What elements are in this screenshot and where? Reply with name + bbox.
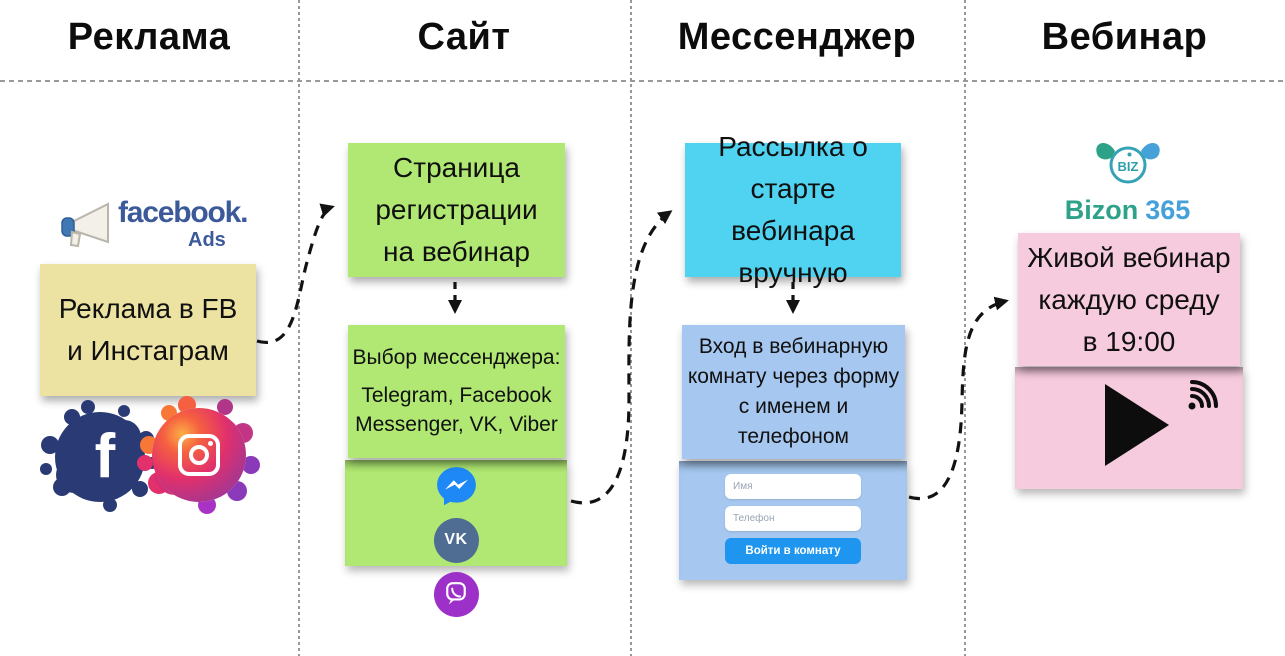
column-header-messenger: Мессенджер [677,16,917,58]
play-button[interactable] [1105,384,1169,466]
arrow-site-to-messenger [570,210,673,505]
facebook-ads-logo: facebook. Ads [58,192,254,258]
bizon-monogram: BIZ [1117,159,1138,174]
bizon-bull-icon: BIZ [1095,142,1160,184]
live-webinar-note: Живой вебинар каждую среду в 19:00 [1018,233,1240,366]
room-entry-note: Вход в вебинарную комнату через форму с … [682,325,905,459]
bizon-brand-name: Bizon [1064,195,1139,225]
phone-input[interactable] [725,506,861,531]
camera-lens [189,445,209,465]
facebook-messenger-icon[interactable] [434,464,479,509]
column-divider-2 [630,0,632,656]
header-divider [0,80,1285,82]
instagram-camera-icon [178,434,220,476]
column-header-sait: Сайт [417,16,511,58]
name-input[interactable] [725,474,861,499]
bizon-brand-number: 365 [1145,195,1191,225]
messenger-icons-note: VK [345,409,567,617]
arrow-ads-to-site [256,203,335,345]
column-header-vebinar: Вебинар [1041,16,1208,58]
broadcast-signal-icon [1188,380,1218,410]
column-divider-1 [298,0,300,656]
messenger-choice-list: Telegram, Facebook Messenger, VK, Viber [355,383,558,437]
facebook-splatter-icon: f [55,412,145,502]
arrow-messenger-to-webinar [908,296,1009,501]
ads-note: Реклама в FB и Инстаграм [40,264,256,396]
registration-page-note: Страница регистрации на вебинар [348,143,565,277]
enter-room-button[interactable]: Войти в комнату [725,538,861,564]
broadcast-note: Рассылка о старте вебинара вручную [685,131,901,288]
facebook-ads-label: Ads [188,229,226,251]
messenger-choice-title: Выбор мессенджера: [352,345,561,369]
facebook-f-letter: f [94,422,116,491]
instagram-splatter-icon [152,408,246,502]
vk-icon[interactable]: VK [433,517,479,563]
megaphone-icon [61,202,109,248]
camera-flash-dot [208,441,213,446]
facebook-wordmark: facebook. [118,196,248,229]
messenger-choice-note: Выбор мессенджера: Telegram, Facebook Me… [348,325,565,458]
webinar-room-form-note: Войти в комнату [679,461,907,580]
viber-icon[interactable] [433,571,479,617]
column-divider-3 [964,0,966,656]
column-header-reklama: Реклама [67,16,231,58]
